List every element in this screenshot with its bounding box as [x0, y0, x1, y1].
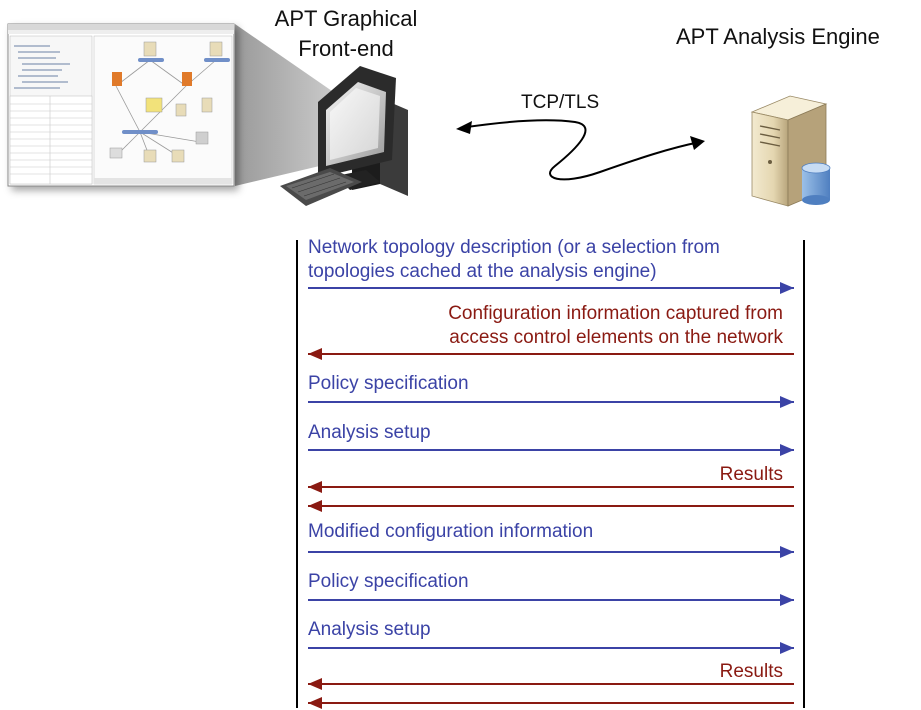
arrowhead-right-icon	[780, 594, 794, 606]
message-arrow-to-frontend	[308, 481, 794, 493]
arrowhead-right-icon	[690, 136, 705, 150]
message-arrow-to-engine	[308, 396, 794, 408]
arrowhead-left-icon	[308, 500, 322, 512]
message-label: Modified configuration information	[308, 521, 594, 542]
message-label-line: access control elements on the network	[449, 327, 783, 348]
arrowhead-left-icon	[308, 348, 322, 360]
message-label-line: Configuration information captured from	[448, 303, 783, 324]
arrowhead-right-icon	[780, 282, 794, 294]
message-label: Results	[719, 464, 783, 485]
server-with-database-icon	[750, 95, 831, 207]
frontend-title: APT Graphical Front-end	[256, 4, 436, 64]
message-arrow-to-engine	[308, 444, 794, 456]
message-label: Policy specification	[308, 571, 469, 592]
arrowhead-right-icon	[780, 444, 794, 456]
message-arrow-to-engine	[308, 594, 794, 606]
message-arrow-to-frontend	[308, 348, 794, 360]
header-illustration	[7, 23, 831, 207]
arrowhead-right-icon	[780, 546, 794, 558]
message-label: Policy specification	[308, 373, 469, 394]
message-label: Analysis setup	[308, 422, 431, 443]
message-label-line: Network topology description (or a selec…	[308, 237, 720, 258]
frontend-title-line2: Front-end	[298, 36, 394, 61]
message-arrow-to-frontend	[308, 500, 794, 512]
message-arrow-to-engine	[308, 282, 794, 294]
engine-title: APT Analysis Engine	[676, 24, 880, 49]
arrowhead-left-icon	[308, 678, 322, 690]
arrowhead-left-icon	[456, 121, 472, 134]
gui-screenshot-thumbnail	[7, 23, 235, 187]
tcp-tls-connection	[459, 119, 701, 181]
arrowhead-right-icon	[780, 642, 794, 654]
desktop-computer-icon	[280, 66, 408, 206]
message-label: Configuration information captured from …	[448, 302, 783, 350]
message-label-line: topologies cached at the analysis engine…	[308, 261, 657, 282]
arrowhead-right-icon	[780, 396, 794, 408]
message-label: Analysis setup	[308, 619, 431, 640]
message-arrow-to-engine	[308, 546, 794, 558]
message-arrow-to-frontend	[308, 697, 794, 709]
message-arrow-to-frontend	[308, 678, 794, 690]
frontend-title-line1: APT Graphical	[274, 6, 418, 31]
message-arrow-to-engine	[308, 642, 794, 654]
connection-label: TCP/TLS	[521, 92, 600, 113]
message-label: Results	[719, 661, 783, 682]
arrowhead-left-icon	[308, 481, 322, 493]
message-label: Network topology description (or a selec…	[308, 236, 720, 284]
arrowhead-left-icon	[308, 697, 322, 709]
projection-wedge	[235, 24, 345, 186]
